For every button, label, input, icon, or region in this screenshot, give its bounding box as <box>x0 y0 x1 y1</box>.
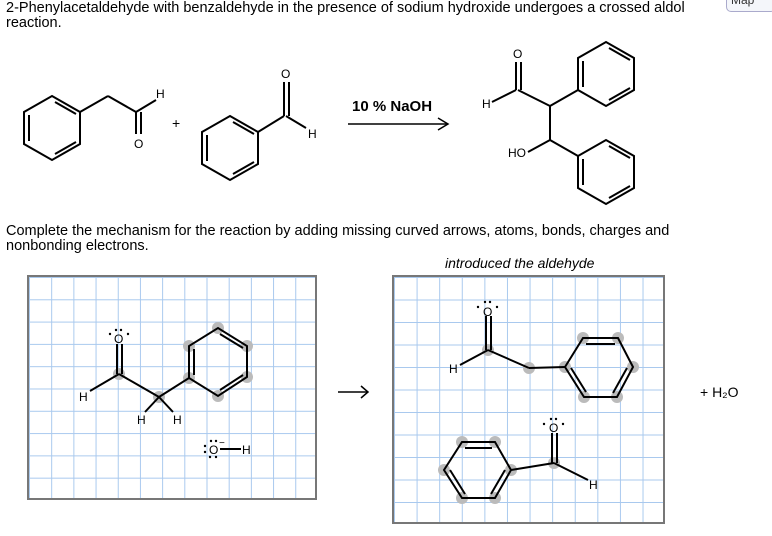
instruction-text: Complete the mechanism for the reaction … <box>6 223 670 254</box>
phenylacetaldehyde-structure: O H <box>23 87 165 162</box>
svg-text:H: H <box>156 87 165 101</box>
aldol-product-structure: H O HO <box>482 40 635 206</box>
reagent-label: 10 % NaOH <box>352 98 432 115</box>
svg-text:O: O <box>209 443 218 457</box>
svg-text:H: H <box>449 362 458 376</box>
svg-text:H: H <box>308 127 317 141</box>
svg-text:H: H <box>137 413 146 427</box>
svg-text:H: H <box>589 478 598 492</box>
plus-sign: + <box>172 115 180 131</box>
mechanism-arrow <box>338 385 370 399</box>
svg-text:O: O <box>134 137 143 151</box>
svg-text:O: O <box>513 47 522 61</box>
atom-highlights <box>438 332 639 504</box>
mechanism-canvas-left[interactable] <box>27 275 317 500</box>
benzaldehyde-structure: O H <box>201 67 317 182</box>
svg-text:O: O <box>549 421 558 435</box>
svg-text:H: H <box>242 443 251 457</box>
water-byproduct: + H₂O <box>700 384 739 400</box>
reaction-scheme: O H + O H 10 % NaOH H O HO <box>23 40 635 206</box>
svg-text:H: H <box>482 97 491 111</box>
svg-text:−: − <box>219 438 225 449</box>
step-caption: introduced the aldehyde <box>445 255 595 271</box>
map-button[interactable]: Map <box>726 0 772 12</box>
svg-text:HO: HO <box>508 146 526 160</box>
question-text: 2-Phenylacetaldehyde with benzaldehyde i… <box>6 0 685 31</box>
svg-text:O: O <box>483 305 492 319</box>
reaction-arrow <box>348 117 450 131</box>
svg-text:H: H <box>79 390 88 404</box>
svg-text:H: H <box>173 413 182 427</box>
svg-text:O: O <box>114 332 123 346</box>
svg-text:O: O <box>281 67 290 81</box>
